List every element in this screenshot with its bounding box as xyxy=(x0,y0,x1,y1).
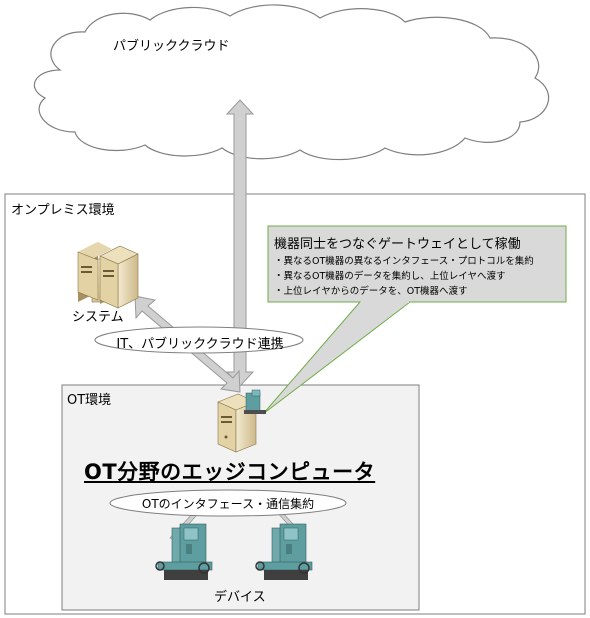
gateway-callout-item: ・上位レイヤからのデータを、OT機器へ渡す xyxy=(274,286,468,297)
edge-computer-icon xyxy=(217,389,266,453)
gateway-callout-item: ・異なるOT機器の異なるインタフェース・プロトコルを集約 xyxy=(274,256,534,267)
ot-interface-bubble xyxy=(109,489,347,517)
gateway-callout-title: 機器同士をつなぐゲートウェイとして稼働 xyxy=(274,237,521,252)
gateway-callout-item: ・異なるOT機器のデータを集約し、上位レイヤへ渡す xyxy=(274,271,506,282)
onprem-label: オンプレミス環境 xyxy=(11,203,115,218)
it-link-label: IT、パブリッククラウド連携 xyxy=(116,337,284,352)
system-label: システム xyxy=(72,310,124,325)
device-machine-icon-right xyxy=(255,523,313,580)
devices-label: デバイス xyxy=(214,590,266,605)
ot-interface-label: OTのインタフェース・通信集約 xyxy=(141,497,315,511)
cloud-label: パブリッククラウド xyxy=(113,39,230,54)
edge-computer-title: OT分野のエッジコンピュータ xyxy=(84,460,376,484)
cloud-shape xyxy=(33,4,550,161)
ot-environment-label: OT環境 xyxy=(67,393,112,408)
system-server-icon xyxy=(77,242,139,309)
it-link-bubble xyxy=(94,326,304,354)
cloud-link-arrow xyxy=(225,99,255,387)
gateway-callout-box xyxy=(267,225,567,303)
device-machine-icon-left xyxy=(155,523,213,580)
